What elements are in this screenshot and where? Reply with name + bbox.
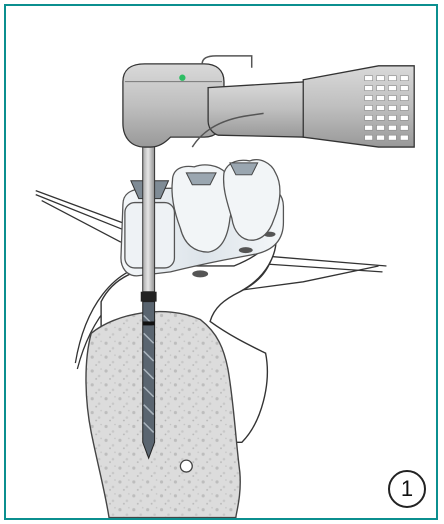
indicator-led-icon bbox=[179, 75, 185, 81]
dental-handpiece-icon bbox=[123, 56, 414, 147]
bone-section-icon bbox=[86, 312, 240, 518]
step-number-badge: 1 bbox=[388, 470, 426, 508]
bone-hole bbox=[180, 460, 192, 472]
dental-implant-drilling-illustration bbox=[6, 6, 436, 518]
figure-frame: 1 bbox=[4, 4, 438, 520]
drill-bit-icon bbox=[141, 145, 157, 458]
